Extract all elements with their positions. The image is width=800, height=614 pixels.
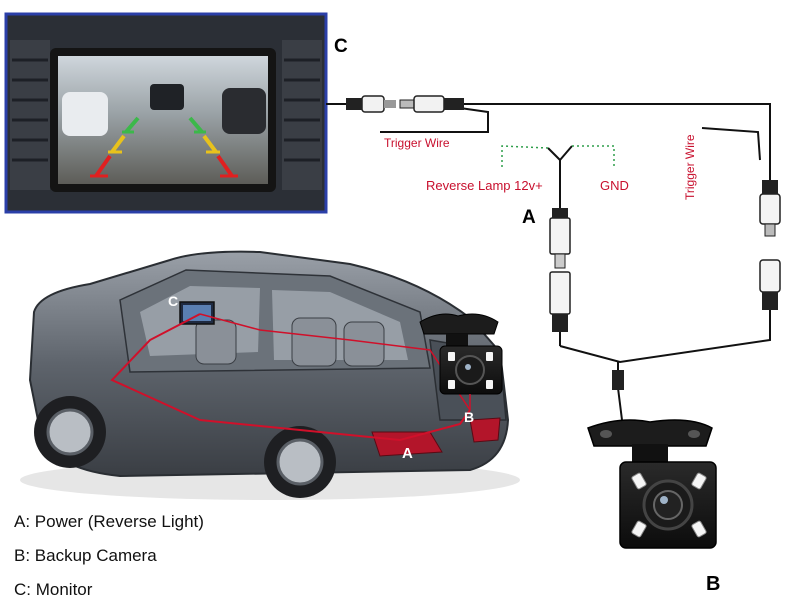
label-a-connector: A: [522, 207, 536, 228]
legend-c: C: Monitor: [14, 580, 92, 600]
rca-connector-trigger: [760, 180, 780, 310]
label-a-car: A: [402, 445, 413, 462]
label-c-monitor: C: [334, 36, 348, 57]
legend-b: B: Backup Camera: [14, 546, 157, 566]
trigger-wire-label-bottom: Trigger Wire: [384, 136, 450, 150]
legend-a: A: Power (Reverse Light): [14, 512, 204, 532]
label-b-car: B: [464, 409, 474, 425]
backup-camera-large: [588, 420, 716, 548]
monitor-photo: [6, 14, 326, 212]
label-b-camera: B: [706, 573, 720, 595]
cable-junction: [612, 370, 624, 390]
reverse-lamp-label: Reverse Lamp 12v+: [426, 178, 543, 193]
label-c-car: C: [168, 293, 178, 309]
power-connector-a: [550, 208, 570, 332]
trigger-wire-label-vertical: Trigger Wire: [683, 134, 697, 200]
rca-connector-monitor: [346, 96, 464, 112]
gnd-label: GND: [600, 178, 629, 193]
